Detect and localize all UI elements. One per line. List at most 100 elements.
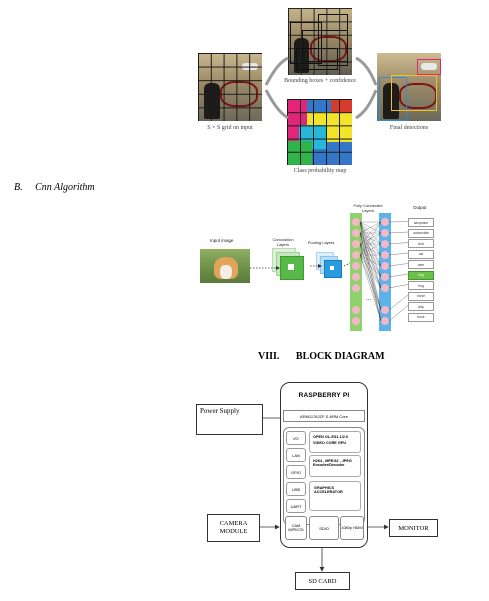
yolo-arrows: [264, 56, 378, 120]
grid-caption: S × S grid on input: [207, 125, 253, 131]
fc-node: [352, 284, 360, 292]
bbox-caption: Bounding boxes + confidence: [284, 78, 356, 84]
yolo-input-image: [198, 53, 262, 121]
hdmi-box: 1080p HDMI: [340, 516, 364, 540]
conv-kernel: [288, 264, 294, 270]
opengl-label: OPEN GL-ES1.1/2.0: [313, 435, 349, 439]
conv-layers: [272, 248, 306, 282]
fc-edge: [359, 254, 382, 289]
codec-box: H264 , MPEG2 , JPEG Encoder/Decoder: [309, 455, 361, 477]
corgi-image: [200, 249, 250, 283]
cnn-output-horse: horse: [408, 291, 434, 301]
monitor-box: MONITOR: [389, 519, 438, 537]
arm-core-box: ARM1176JZF-S ARM Core: [283, 410, 365, 422]
fc-node: [352, 317, 360, 325]
fc-edge: [359, 243, 382, 256]
output-edge: [388, 242, 409, 245]
cnn-output-automobile: automobile: [408, 228, 434, 238]
arrow-to-bbox: [264, 56, 289, 86]
pool-layers: [316, 252, 342, 280]
section-viii-title: BLOCK DIAGRAM: [295, 351, 385, 362]
output-edge: [388, 252, 409, 256]
car-shape: [421, 63, 437, 70]
cnn-output-truck: truck: [408, 312, 434, 322]
output-edge: [388, 273, 409, 278]
cam-label: CAM MIPI/CSI: [288, 524, 304, 532]
fc-node: [381, 229, 389, 237]
fc-edge: [359, 254, 382, 322]
raspberry-pi-box: RASPBERRY PI ARM1176JZF-S ARM Core OPEN …: [280, 382, 368, 548]
fc-edge: [359, 221, 382, 256]
output-edge: [388, 305, 409, 322]
cnn-output-frog: frog: [408, 281, 434, 290]
io-item-lan: LAN: [286, 448, 306, 462]
pool-kernel: [330, 266, 334, 270]
fc-node: [352, 251, 360, 259]
fc-edge: [359, 254, 382, 267]
fc-node: [352, 229, 360, 237]
fc-node: [381, 284, 389, 292]
yolo-final-image: [377, 53, 441, 121]
sd-card-box: SD CARD: [295, 572, 350, 590]
section-viii-heading: VIII. BLOCK DIAGRAM: [258, 351, 385, 362]
output-edge: [388, 294, 409, 311]
corgi-chest: [220, 265, 232, 279]
camera-module-box: CAMERA MODULE: [207, 514, 260, 542]
fc-node: [352, 306, 360, 314]
section-b-heading: B. Cnn Algorithm: [14, 182, 95, 193]
bbox-1: [290, 22, 322, 64]
output-edge: [388, 231, 409, 234]
fc-node: [381, 262, 389, 270]
power-supply-box: Power Supply: [196, 404, 263, 435]
codec-label: H264 , MPEG2 , JPEG Encoder/Decoder: [313, 459, 352, 467]
fc-node: [381, 273, 389, 281]
fc-node: [381, 218, 389, 226]
gpu-box: OPEN GL-ES1.1/2.0 VIDEO CORE GPU: [309, 431, 361, 453]
power-supply-label: Power Supply: [200, 407, 240, 415]
dog-detection-box: [379, 77, 407, 121]
bbox-4: [296, 48, 338, 70]
bbox-3: [318, 14, 348, 66]
io-item-usb: USB: [286, 482, 306, 496]
output-edge: [388, 221, 409, 223]
cnn-output-dog: dog: [408, 270, 434, 280]
conv-layer-3: [280, 256, 304, 280]
fc-node: [352, 262, 360, 270]
sdio-label: SDIO: [319, 525, 329, 531]
fc-edge: [359, 232, 382, 256]
grid-overlay: [287, 99, 352, 165]
arrow-from-class: [355, 89, 378, 120]
sd-card-label: SD CARD: [308, 577, 337, 585]
hdmi-label: 1080p HDMI: [341, 526, 363, 530]
output-edge: [388, 263, 409, 267]
fc-node: [381, 240, 389, 248]
arrow-to-class: [264, 89, 289, 120]
grid-overlay: [198, 53, 262, 121]
graphics-label: GRAPHICS ACCELERATOR: [314, 486, 343, 494]
pool-label: Pooling Layers: [307, 240, 335, 245]
class-probability-map: [287, 99, 352, 165]
io-item-io: I/O: [286, 431, 306, 445]
camera-module-label: CAMERA MODULE: [219, 520, 248, 535]
fc-edge: [359, 221, 382, 234]
arrow-from-bbox: [355, 56, 378, 86]
fc-label: Fully Connected Layers: [353, 203, 383, 213]
fc-ellipsis: ...: [366, 296, 372, 302]
fc-node: [381, 317, 389, 325]
rpi-title: RASPBERRY PI: [298, 392, 350, 399]
monitor-label: MONITOR: [398, 524, 429, 532]
output-edge: [388, 284, 409, 289]
bicycle-detection-box: [391, 75, 437, 111]
input-image-label: Input image: [210, 238, 234, 243]
fc-edge: [359, 254, 382, 278]
class-caption: Class probability map: [293, 168, 347, 174]
fc-node: [352, 240, 360, 248]
output-label: Output: [413, 205, 427, 210]
fc-node: [352, 273, 360, 281]
graphics-box: GRAPHICS ACCELERATOR: [309, 481, 361, 511]
section-b-title: Cnn Algorithm: [35, 182, 95, 193]
final-caption: Final detections: [389, 125, 429, 131]
io-item-gpio: GPIO: [286, 465, 306, 479]
